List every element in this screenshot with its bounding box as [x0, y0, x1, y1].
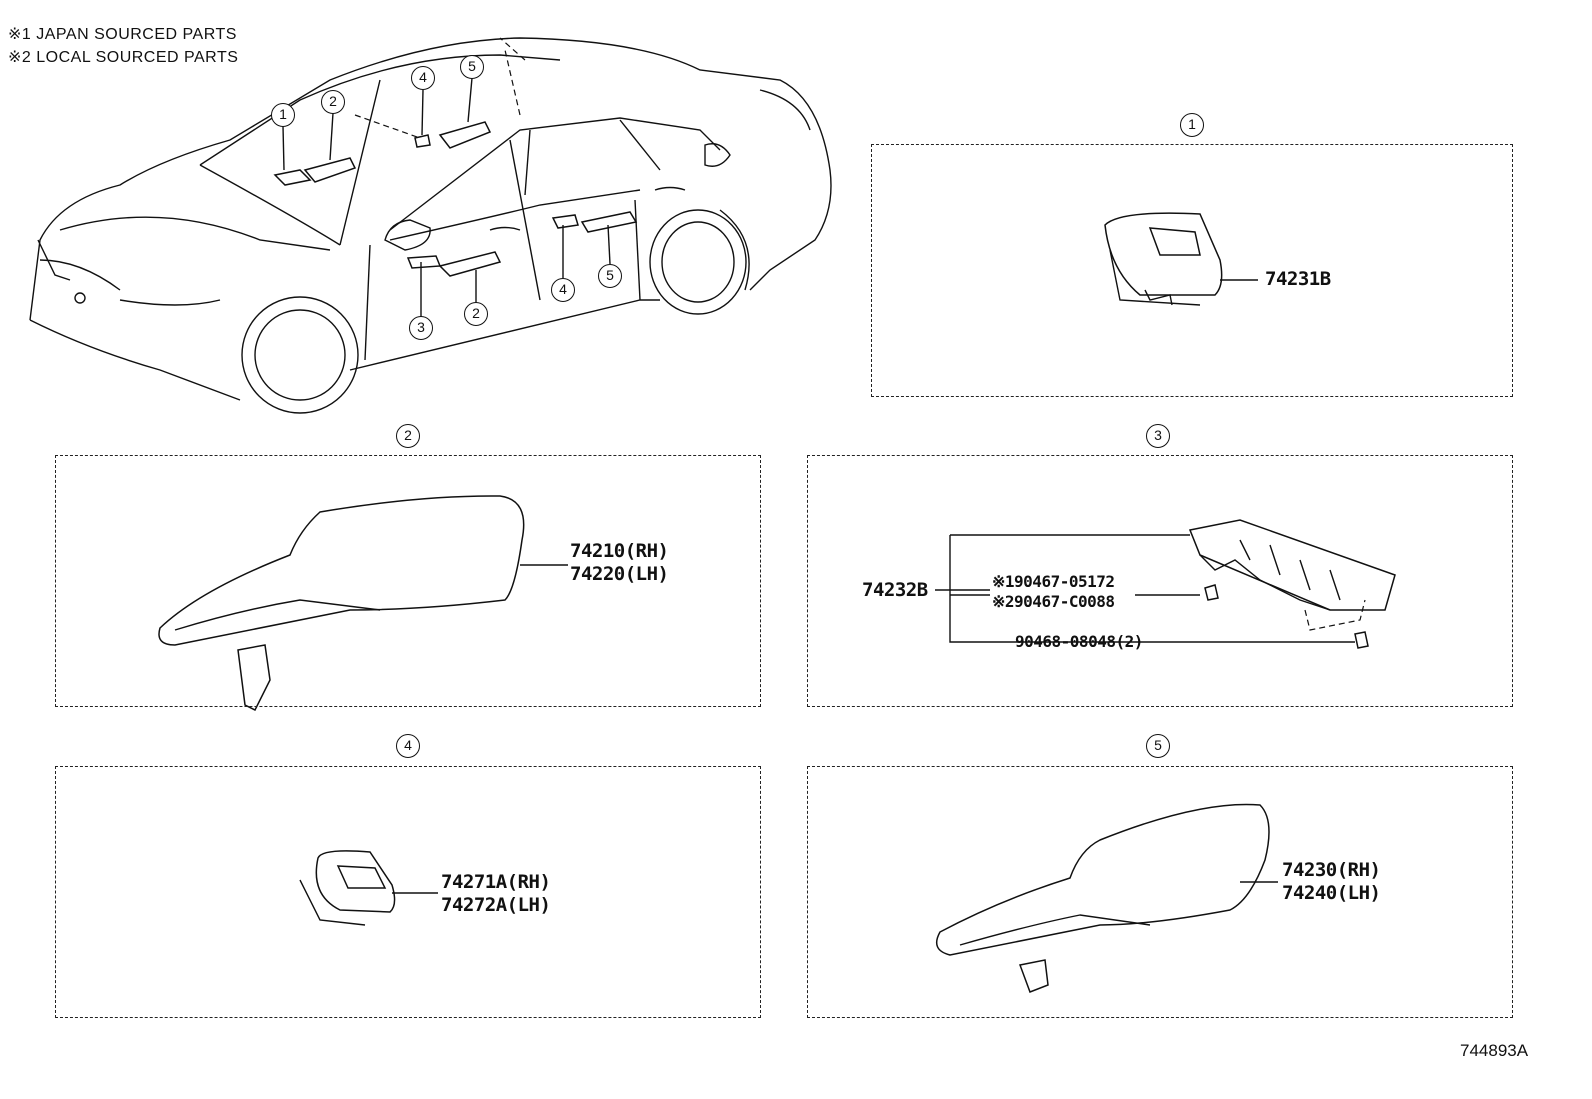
part-number-74232B: 74232B — [862, 579, 928, 601]
panel-1-label: 1 — [1180, 113, 1204, 137]
part-number-74210-rh: 74210(RH) — [570, 540, 669, 562]
part-74271A-drawing — [299, 850, 438, 926]
part-74232B-drawing — [935, 519, 1396, 649]
part-number-74230-rh: 74230(RH) — [1282, 859, 1381, 881]
panel-3 — [807, 455, 1513, 707]
overview-callout-5b: 5 — [598, 264, 622, 288]
overview-callout-4: 4 — [411, 66, 435, 90]
overview-callout-1: 1 — [271, 103, 295, 127]
part-74210-drawing — [158, 495, 568, 712]
note-japan-sourced: ※1 JAPAN SOURCED PARTS — [8, 26, 237, 43]
diagram-reference-number: 744893A — [1460, 1041, 1529, 1060]
panel-2 — [55, 455, 761, 707]
part-number-90467-C0088: ※290467-C0088 — [992, 592, 1115, 611]
part-74230-drawing — [935, 803, 1278, 993]
panel-3-label: 3 — [1146, 424, 1170, 448]
part-number-74231B: 74231B — [1265, 268, 1331, 290]
overview-callout-3: 3 — [409, 316, 433, 340]
overview-callout-2b: 2 — [464, 302, 488, 326]
panel-5-label: 5 — [1146, 734, 1170, 758]
overview-callout-2: 2 — [321, 90, 345, 114]
part-number-74220-lh: 74220(LH) — [570, 563, 669, 585]
part-number-74271A-rh: 74271A(RH) — [441, 871, 551, 893]
part-number-90467-05172: ※190467-05172 — [992, 572, 1115, 591]
panel-1 — [871, 144, 1513, 397]
panel-4 — [55, 766, 761, 1018]
note-local-sourced: ※2 LOCAL SOURCED PARTS — [8, 49, 239, 66]
part-number-90468-08048: 90468-08048(2) — [1015, 632, 1143, 651]
panel-4-label: 4 — [396, 734, 420, 758]
part-number-74272A-lh: 74272A(LH) — [441, 894, 551, 916]
panel-2-label: 2 — [396, 424, 420, 448]
part-number-74240-lh: 74240(LH) — [1282, 882, 1381, 904]
overview-callout-5: 5 — [460, 55, 484, 79]
overview-callout-4b: 4 — [551, 278, 575, 302]
car-illustration — [29, 37, 832, 414]
part-74231B-drawing — [1104, 212, 1258, 306]
panel-5 — [807, 766, 1513, 1018]
